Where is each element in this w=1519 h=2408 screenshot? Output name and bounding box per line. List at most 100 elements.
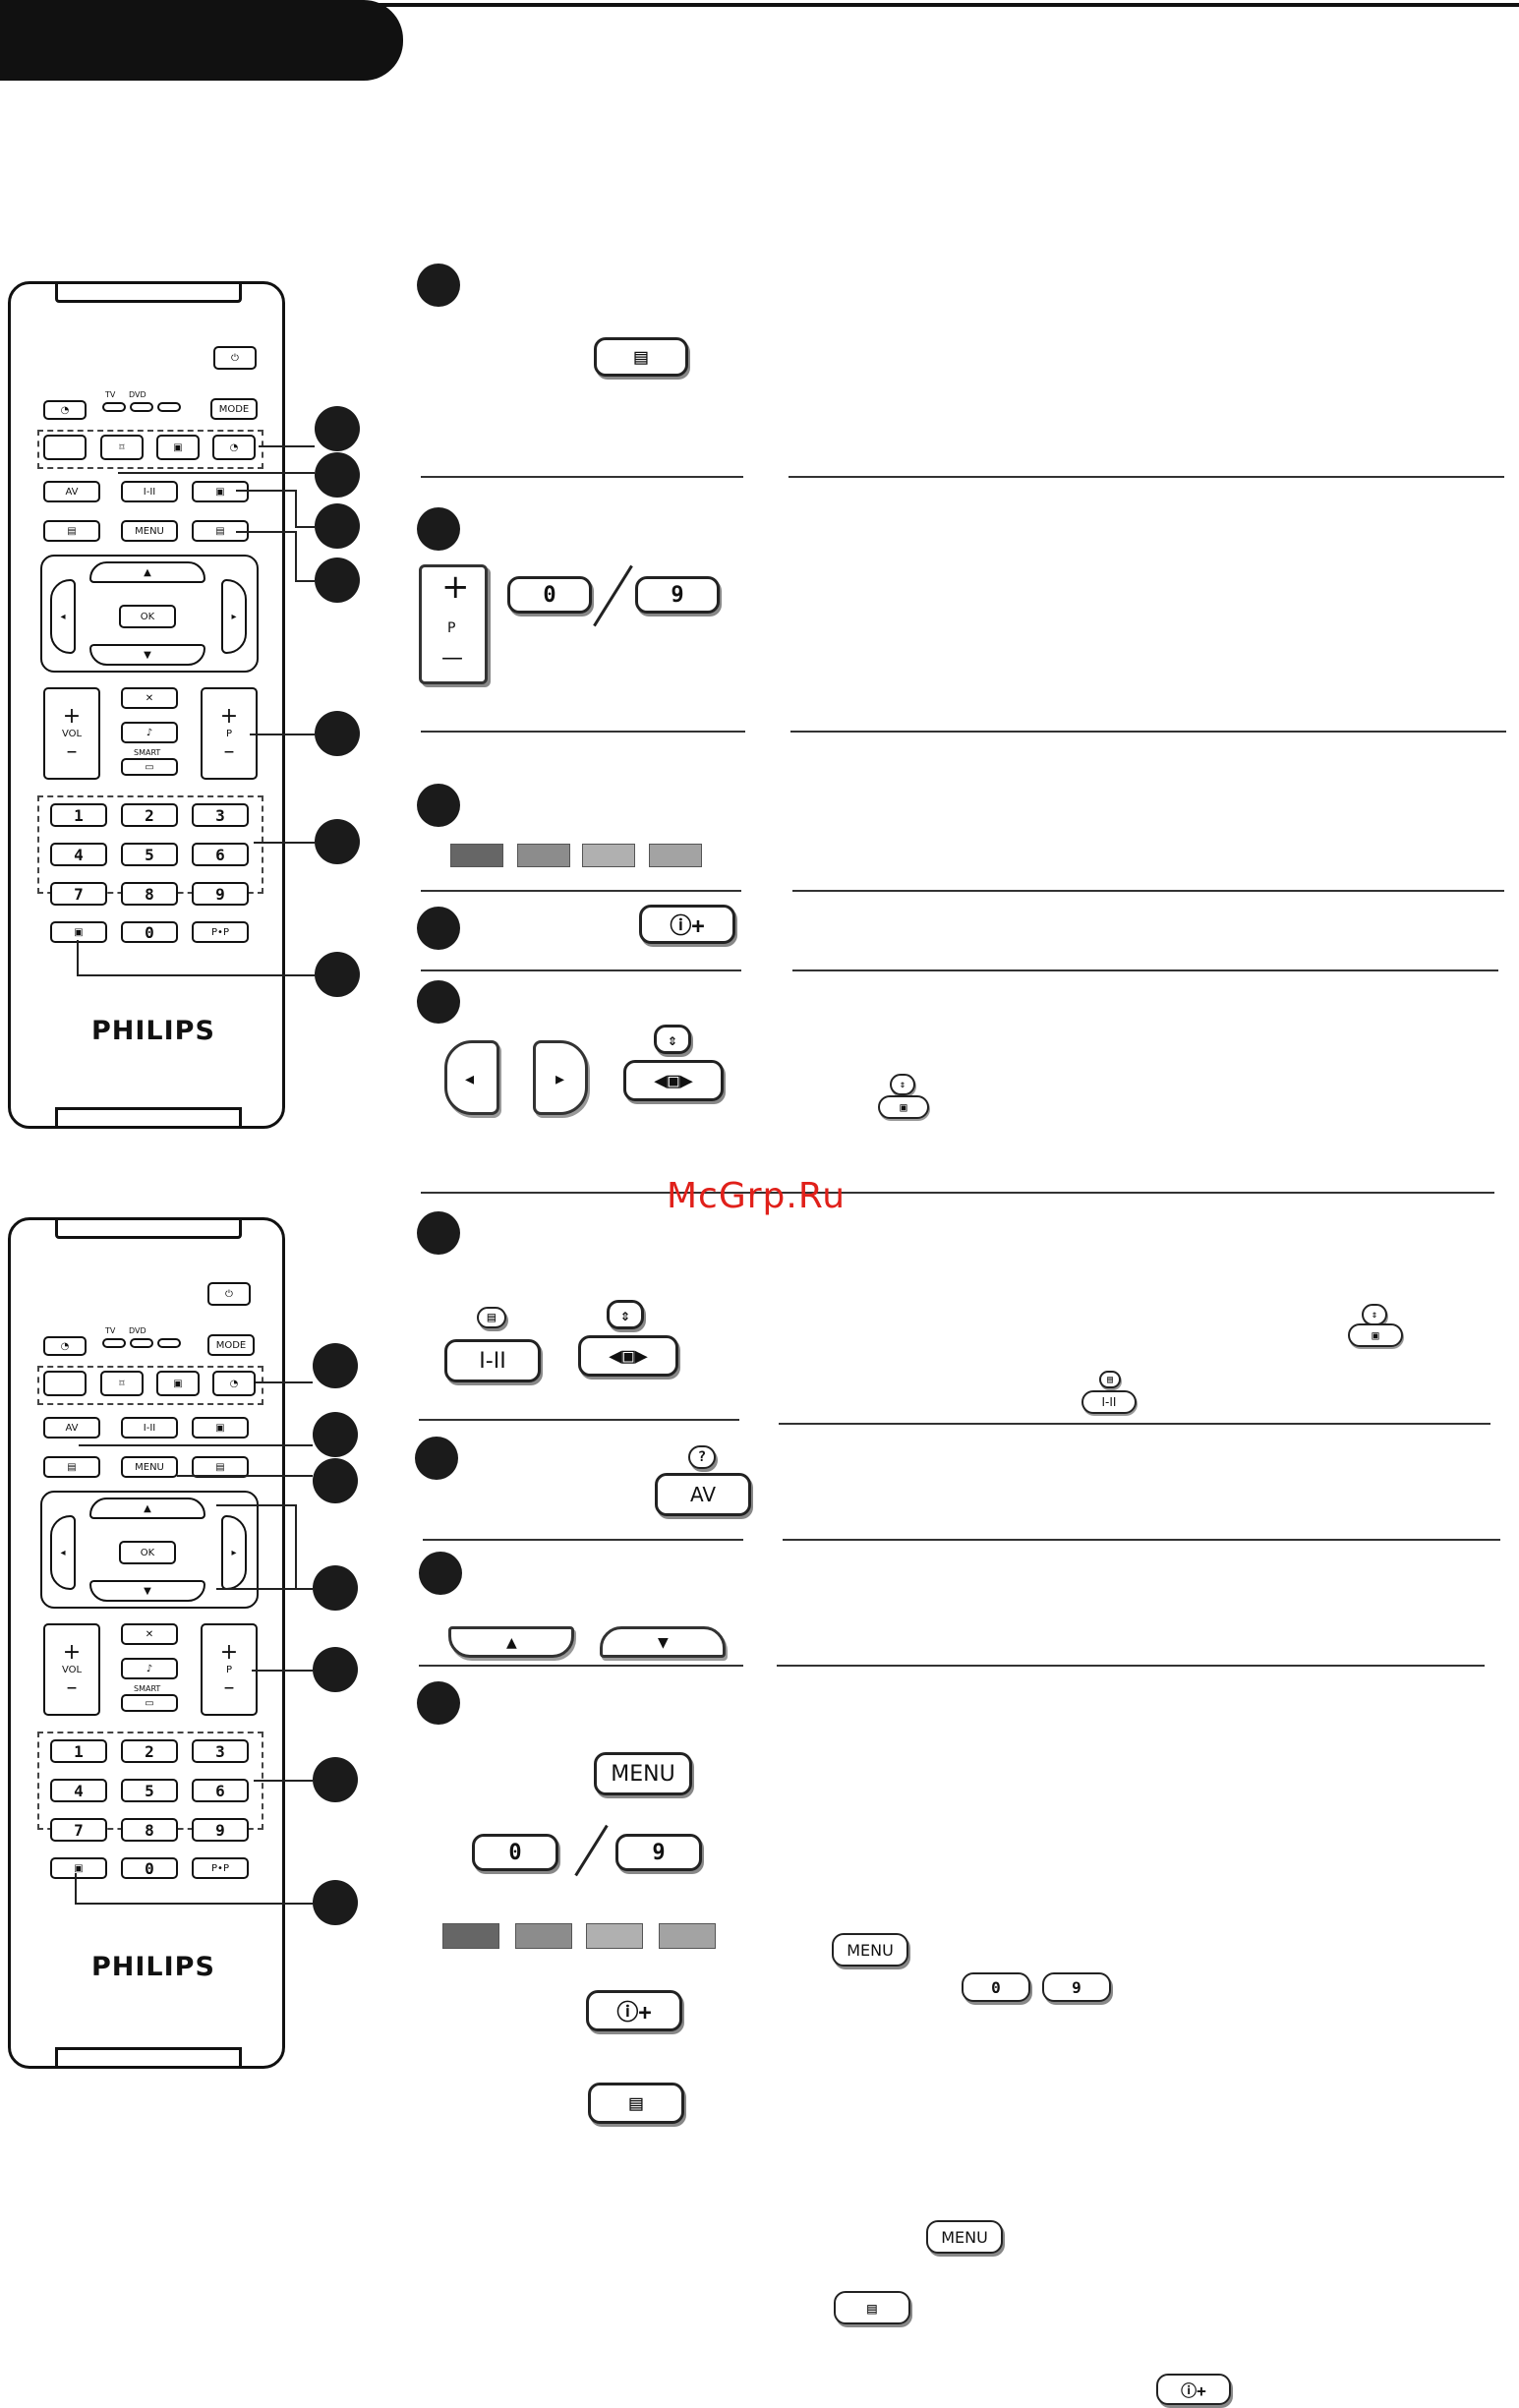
av-button[interactable]: AV [43, 481, 100, 502]
digit-4-button[interactable]: 4 [50, 1779, 107, 1802]
watermark: McGrp.Ru [667, 1176, 847, 1216]
dvd-label: DVD [129, 1326, 146, 1335]
dvd-led-button[interactable] [130, 1338, 153, 1348]
remote-control-bottom: ⏻ ◔ TV DVD MODE ⌑ ▣ ◔ AV I-II ▣ ▤ MENU ▤… [8, 1217, 285, 2069]
ok-button[interactable]: OK [119, 605, 176, 628]
plus-icon: + [62, 703, 82, 729]
digit-2-button[interactable]: 2 [121, 1739, 178, 1763]
pip-button[interactable]: P•P [192, 921, 249, 943]
av-button[interactable]: AV [43, 1417, 100, 1439]
digit-9-button[interactable]: 9 [192, 882, 249, 906]
sound-button[interactable]: ♪ [121, 722, 178, 743]
dvd-led-button[interactable] [130, 402, 153, 412]
green-button[interactable]: ⌑ [100, 1371, 144, 1396]
dual-button[interactable]: I-II [121, 481, 178, 502]
section-header-tab [0, 0, 403, 81]
surf-button[interactable]: ▤ [43, 520, 100, 542]
digit-9-key: 9 [615, 1834, 702, 1871]
digit-5-button[interactable]: 5 [121, 1779, 178, 1802]
cursor-right-button[interactable]: ▸ [221, 1515, 247, 1590]
minus-icon: – [223, 1674, 235, 1700]
volume-rocker[interactable]: +VOL– [43, 687, 100, 780]
yellow-button[interactable]: ▣ [156, 435, 200, 460]
volume-rocker[interactable]: +VOL– [43, 1623, 100, 1716]
digit-9-button[interactable]: 9 [192, 1818, 249, 1842]
format-button[interactable]: ▣ [192, 481, 249, 502]
step-marker [417, 907, 460, 950]
format-button[interactable]: ▣ [192, 1417, 249, 1439]
aux-led-button[interactable] [157, 402, 181, 412]
teletext-button[interactable]: ◔ [43, 1336, 87, 1356]
digit-6-button[interactable]: 6 [192, 1779, 249, 1802]
teletext-button[interactable]: ◔ [43, 400, 87, 420]
surf-small-key: ▤ [477, 1307, 506, 1328]
left-arrow-icon: ◂ [465, 1069, 475, 1089]
tv-led-button[interactable] [102, 1338, 126, 1348]
menu-button[interactable]: MENU [121, 1456, 178, 1478]
step-marker [417, 1681, 460, 1725]
info-button[interactable]: ▣ [50, 921, 107, 943]
digit-7-button[interactable]: 7 [50, 882, 107, 906]
red-button[interactable] [43, 435, 87, 460]
digit-2-button[interactable]: 2 [121, 803, 178, 827]
red-button[interactable] [43, 1371, 87, 1396]
zoom-key: ⇕ [654, 1025, 691, 1054]
format-key: ◀▣▶ [623, 1060, 724, 1101]
smart-picture-button[interactable]: ▭ [121, 1694, 178, 1712]
teletext-toggle-button[interactable]: ▤ [192, 1456, 249, 1478]
digit-8-button[interactable]: 8 [121, 882, 178, 906]
vol-label: VOL [61, 728, 83, 739]
digit-7-button[interactable]: 7 [50, 1818, 107, 1842]
program-rocker[interactable]: +P– [201, 1623, 258, 1716]
smart-label: SMART [134, 748, 161, 757]
digit-0-button[interactable]: 0 [121, 1857, 178, 1879]
cursor-down-button[interactable]: ▼ [89, 1580, 205, 1602]
digit-1-button[interactable]: 1 [50, 1739, 107, 1763]
mode-button[interactable]: MODE [210, 398, 258, 420]
digit-4-button[interactable]: 4 [50, 843, 107, 866]
tv-label: TV [105, 390, 116, 399]
cursor-up-button[interactable]: ▲ [89, 1498, 205, 1519]
zoom-small-key: ⇕ [890, 1074, 915, 1095]
dual-button[interactable]: I-II [121, 1417, 178, 1439]
cyan-button[interactable]: ◔ [212, 435, 256, 460]
ok-button[interactable]: OK [119, 1541, 176, 1564]
sound-button[interactable]: ♪ [121, 1658, 178, 1679]
digit-6-button[interactable]: 6 [192, 843, 249, 866]
pip-button[interactable]: P•P [192, 1857, 249, 1879]
tv-led-button[interactable] [102, 402, 126, 412]
info-button[interactable]: ▣ [50, 1857, 107, 1879]
digit-9-key: 9 [635, 576, 720, 614]
digit-0-button[interactable]: 0 [121, 921, 178, 943]
surf-button[interactable]: ▤ [43, 1456, 100, 1478]
digit-1-button[interactable]: 1 [50, 803, 107, 827]
green-button[interactable]: ⌑ [100, 435, 144, 460]
power-button[interactable]: ⏻ [213, 346, 257, 370]
format-icon: ◀▣▶ [654, 1068, 693, 1093]
cyan-button[interactable]: ◔ [212, 1371, 256, 1396]
yellow-button[interactable]: ▣ [156, 1371, 200, 1396]
cursor-down-button[interactable]: ▼ [89, 644, 205, 666]
p-plus-minus-key: + P — [419, 564, 488, 684]
digit-9-small-key: 9 [1042, 1972, 1111, 2002]
digit-5-button[interactable]: 5 [121, 843, 178, 866]
cursor-left-button[interactable]: ◂ [50, 579, 76, 654]
smart-picture-button[interactable]: ▭ [121, 758, 178, 776]
aux-led-button[interactable] [157, 1338, 181, 1348]
power-button[interactable]: ⏻ [207, 1282, 251, 1306]
brand-logo: PHILIPS [91, 1952, 215, 1982]
callout-marker [313, 1412, 358, 1457]
callout-marker [315, 452, 360, 498]
cursor-right-button[interactable]: ▸ [221, 579, 247, 654]
menu-button[interactable]: MENU [121, 520, 178, 542]
mute-button[interactable]: ✕ [121, 1623, 178, 1645]
mode-button[interactable]: MODE [207, 1334, 255, 1356]
digit-8-button[interactable]: 8 [121, 1818, 178, 1842]
digit-3-button[interactable]: 3 [192, 1739, 249, 1763]
digit-3-button[interactable]: 3 [192, 803, 249, 827]
cursor-left-button[interactable]: ◂ [50, 1515, 76, 1590]
callout-marker [315, 406, 360, 451]
mute-button[interactable]: ✕ [121, 687, 178, 709]
green-color-key [515, 1923, 572, 1949]
cursor-up-button[interactable]: ▲ [89, 561, 205, 583]
